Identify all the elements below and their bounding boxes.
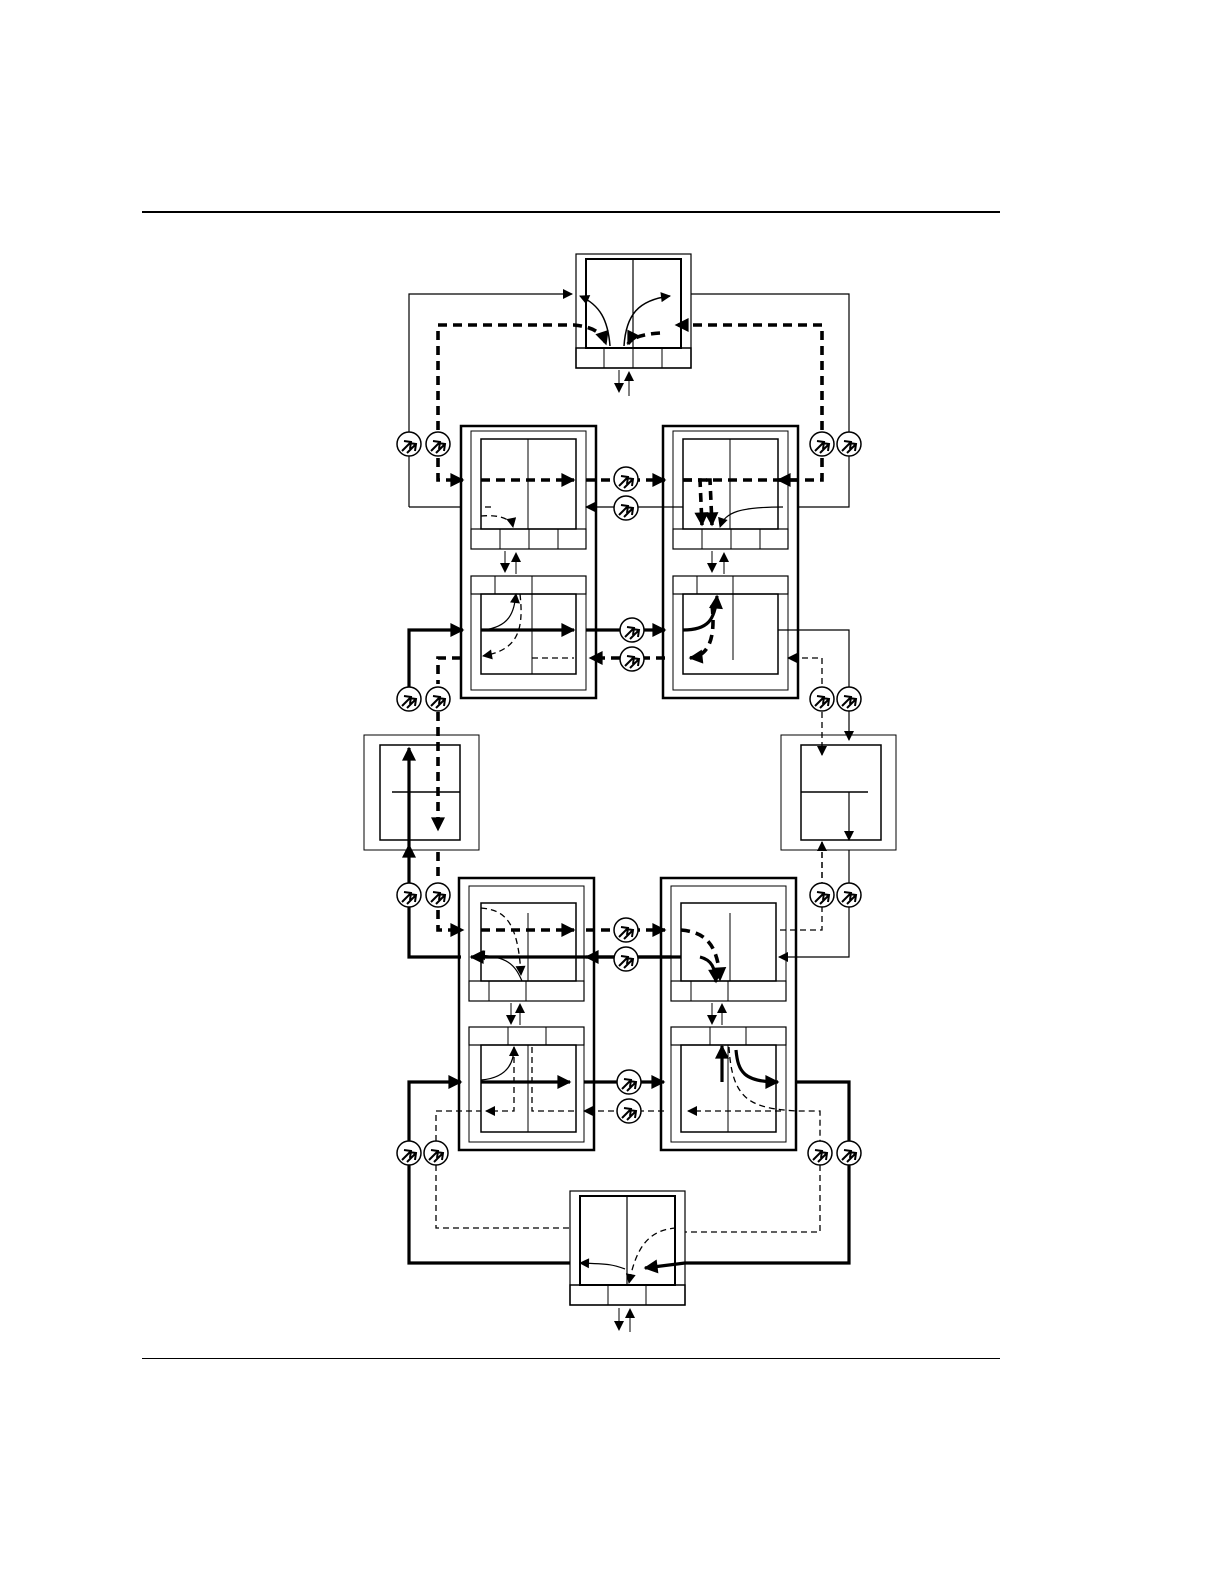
amplifier-icon	[614, 467, 638, 491]
upper-right-node	[663, 426, 798, 698]
amplifier-icon	[617, 1099, 641, 1123]
amplifier-icon	[397, 432, 421, 456]
amplifier-icon	[397, 883, 421, 907]
amplifier-icon	[614, 496, 638, 520]
amplifier-icon	[837, 883, 861, 907]
amplifier-icon	[617, 1070, 641, 1094]
amplifier-icon	[620, 618, 644, 642]
amplifier-group	[397, 432, 861, 1165]
amplifier-icon	[426, 432, 450, 456]
bottom-terminal	[570, 1191, 685, 1332]
amplifier-icon	[837, 432, 861, 456]
right-repeater	[781, 735, 896, 850]
amplifier-icon	[837, 1141, 861, 1165]
amplifier-icon	[424, 1141, 448, 1165]
lower-right-node	[661, 878, 796, 1150]
left-repeater	[364, 735, 479, 850]
amplifier-icon	[397, 1141, 421, 1165]
amplifier-icon	[620, 647, 644, 671]
lower-left-node	[459, 878, 594, 1150]
amplifier-icon	[810, 687, 834, 711]
upper-left-node	[461, 426, 596, 698]
amplifier-icon	[614, 947, 638, 971]
amplifier-icon	[837, 687, 861, 711]
amplifier-icon	[614, 918, 638, 942]
top-terminal	[576, 254, 691, 396]
amplifier-icon	[808, 1141, 832, 1165]
amplifier-icon	[426, 687, 450, 711]
amplifier-icon	[426, 883, 450, 907]
amplifier-icon	[810, 432, 834, 456]
amplifier-icon	[810, 883, 834, 907]
amplifier-icon	[397, 687, 421, 711]
